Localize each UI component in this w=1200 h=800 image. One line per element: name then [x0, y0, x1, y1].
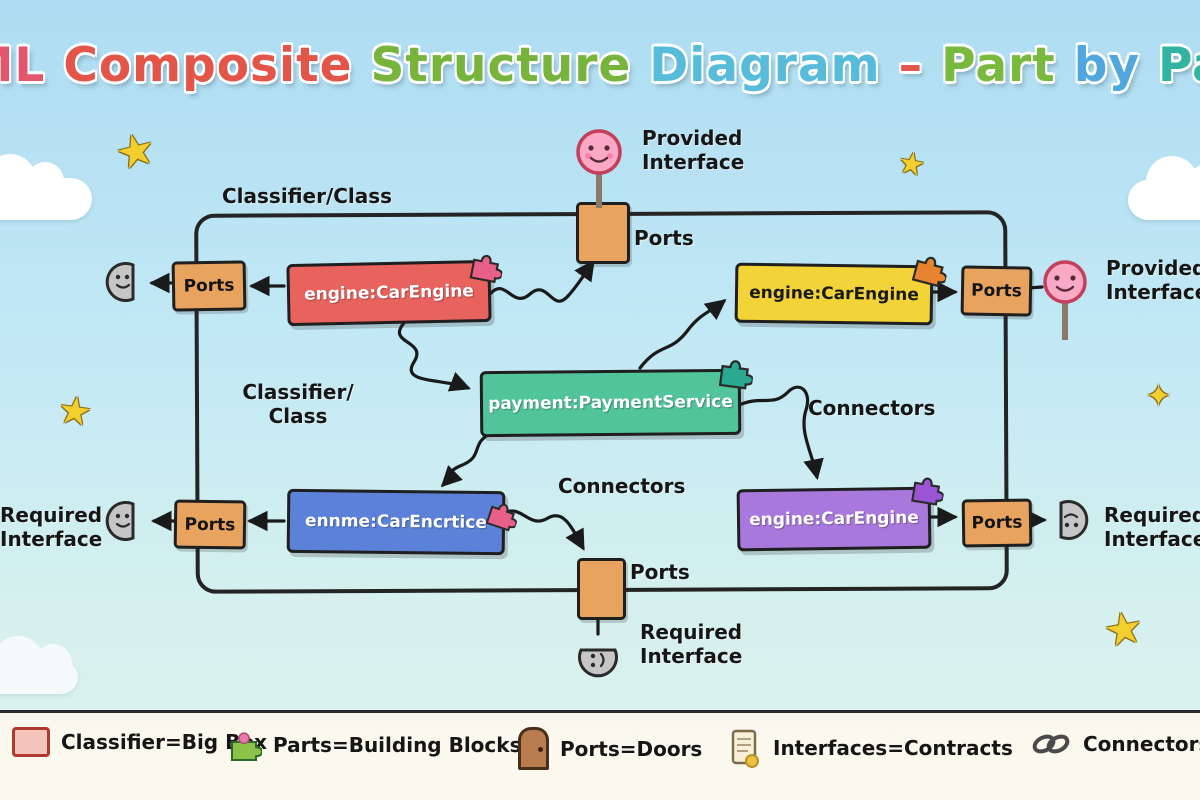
legend-item-ports: Ports=Doors: [518, 727, 702, 770]
provided-interface-lollipop-icon: [576, 129, 622, 208]
classifier-label-line2: Class: [268, 404, 328, 428]
legend-item-interfaces: Interfaces=Contracts: [726, 727, 1013, 769]
connector-red-to-payment: [397, 321, 471, 392]
required-interface-socket-icon: [105, 501, 135, 541]
scroll-icon: [731, 729, 759, 768]
part-label: engine:CarEngine: [748, 507, 919, 531]
legend-label: Parts=Building Blocks: [273, 733, 522, 757]
classifier-box-icon: [12, 727, 50, 757]
part-label: engine:CarEngine: [748, 282, 919, 306]
cloud: [0, 636, 78, 694]
classifier-label-line1: Classifier/: [242, 380, 354, 404]
title-word: Structure: [370, 38, 632, 93]
port-box-left-top: Ports: [171, 260, 247, 312]
title-word: by: [1073, 38, 1140, 93]
connectors-label-right: Connectors: [808, 396, 936, 420]
connector-blue-to-bottom-port: [500, 509, 585, 551]
part-box-payment-center: payment:PaymentService: [479, 360, 754, 438]
cloud: [1128, 156, 1200, 220]
title-word: Part: [941, 38, 1056, 93]
required-interface-socket-icon: [578, 648, 618, 678]
puzzle-piece-icon: [911, 477, 945, 506]
legend-label: Connectors: [1083, 732, 1200, 756]
part-label: ennme:CarEncrtice: [304, 511, 488, 533]
connector-payment-to-yellow: [638, 299, 727, 370]
cloud: [0, 154, 92, 220]
puzzle-piece-icon: [469, 254, 504, 284]
connector-payment-to-purple: [735, 385, 824, 481]
legend-bar: Classifier=Big Box Parts=Building Blocks…: [0, 710, 1200, 800]
part-box-engine-bottom-right: engine:CarEngine: [736, 477, 945, 552]
part-box-engine-top-left: engine:CarEngine: [286, 254, 504, 327]
door-icon: [518, 727, 549, 770]
provided-interface-lollipop-icon: [1043, 260, 1087, 340]
port-square-top-center: [576, 202, 630, 264]
required-interface-socket-icon: [1059, 500, 1089, 540]
ports-label-top-center: Ports: [634, 226, 694, 250]
title-word: –: [898, 38, 924, 93]
connector-red-to-top-port: [488, 259, 595, 303]
part-label: payment:PaymentService: [488, 391, 733, 415]
part-box-engine-top-right: engine:CarEngine: [734, 256, 948, 326]
puzzle-piece-icon: [718, 360, 754, 390]
page-title: UMLCompositeStructureDiagram–PartbyPart: [0, 38, 1200, 93]
connector-payment-to-blue: [440, 430, 495, 488]
puzzle-icon: [230, 732, 262, 762]
port-box-left-bottom: Ports: [173, 499, 247, 550]
title-word: Part: [1157, 38, 1200, 93]
part-label: engine:CarEngine: [303, 281, 475, 305]
port-box-right-bottom: Ports: [961, 498, 1033, 548]
chain-icon: [1032, 734, 1070, 754]
legend-item-connectors: Connectors: [1030, 727, 1200, 761]
port-square-bottom-center: [577, 558, 626, 620]
legend-item-parts: Parts=Building Blocks: [226, 727, 522, 763]
title-word: Diagram: [649, 38, 881, 93]
title-word: UML: [0, 38, 46, 93]
connectors-label-bottom: Connectors: [558, 474, 686, 498]
legend-label: Ports=Doors: [560, 736, 703, 761]
port-box-right-top: Ports: [960, 265, 1033, 317]
puzzle-piece-icon: [485, 503, 518, 532]
legend-label: Interfaces=Contracts: [773, 736, 1013, 760]
classifier-label-top: Classifier/Class: [222, 184, 393, 208]
required-interface-socket-icon: [105, 262, 135, 302]
title-word: Composite: [63, 38, 353, 93]
ports-label-bottom-center: Ports: [630, 560, 690, 584]
classifier-label-inner: Classifier/ Class: [238, 380, 358, 428]
sparkle-icon: ✦: [1146, 379, 1172, 414]
part-box-engine-bottom-left: ennme:CarEncrtice: [286, 488, 518, 556]
